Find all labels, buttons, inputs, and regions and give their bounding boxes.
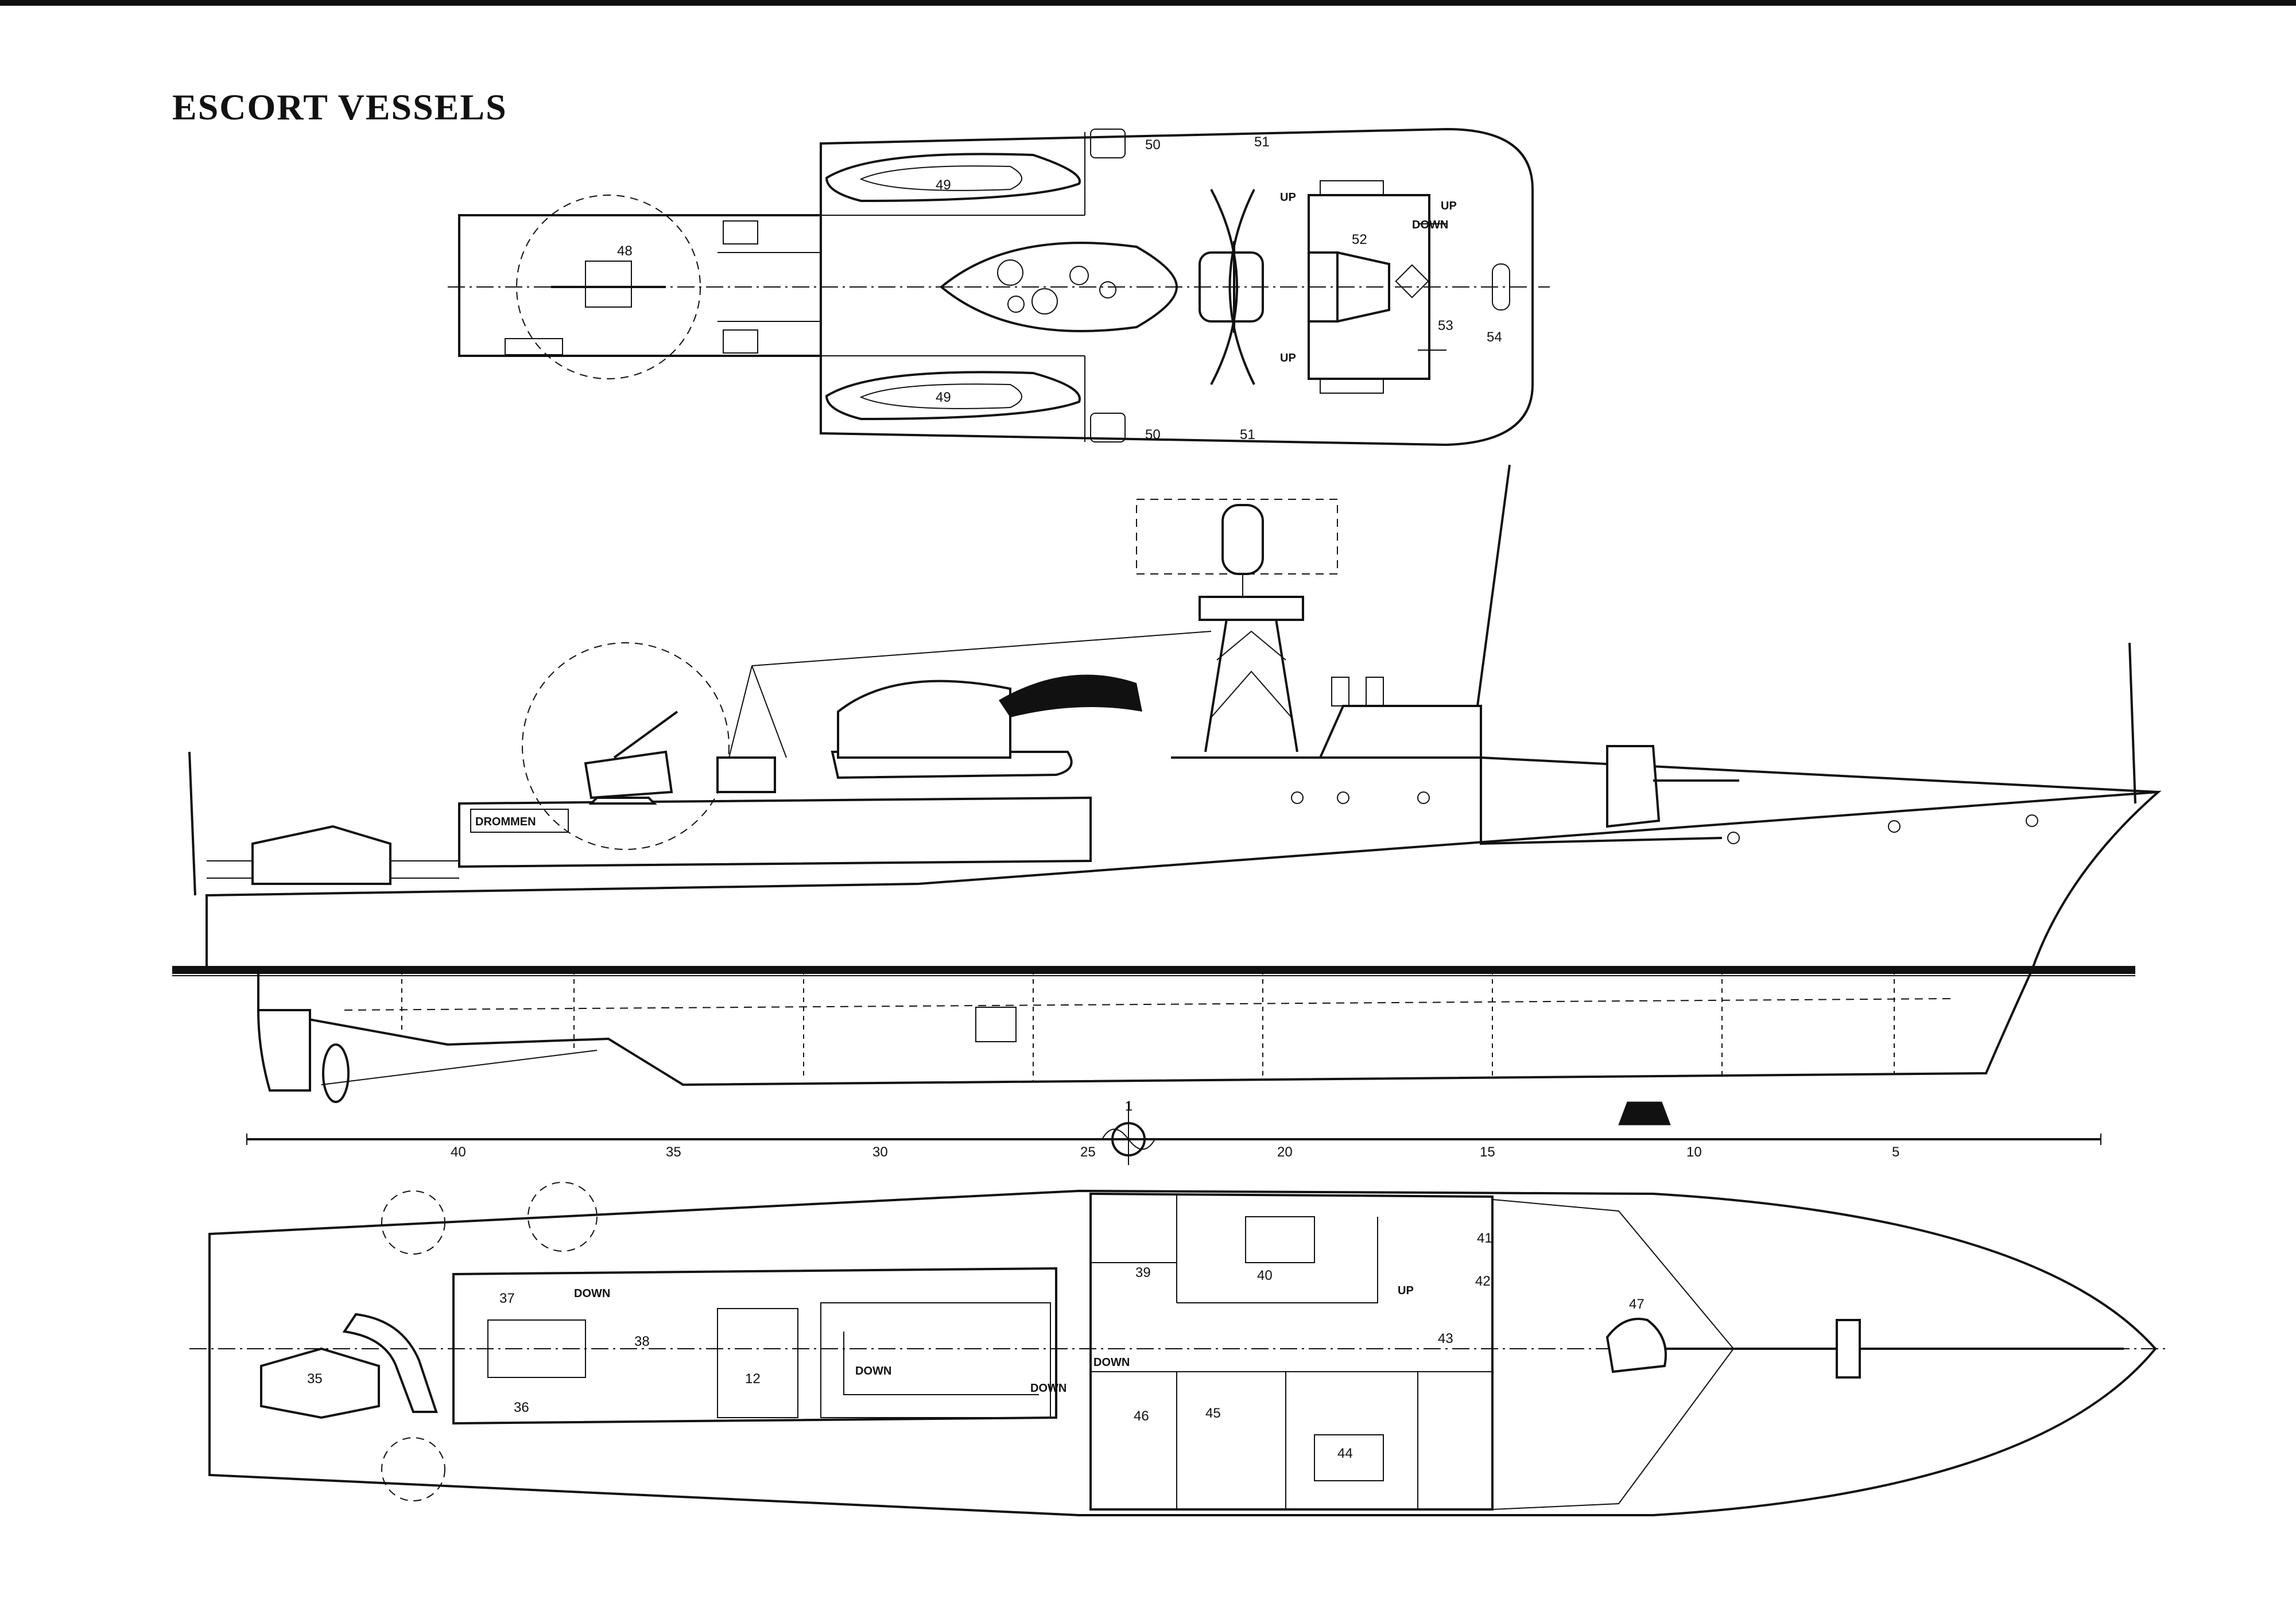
callout-label: 41 [1477, 1231, 1492, 1246]
stair-note: UP [1441, 200, 1457, 212]
callout-label: 40 [1257, 1268, 1273, 1283]
scale-ticks: 40 35 30 25 20 15 10 5 [451, 1144, 1899, 1160]
scale-tick: 15 [1480, 1144, 1495, 1160]
callout-label: 43 [1438, 1331, 1453, 1346]
main-deck-plan: 35 36 37 38 12 39 40 41 42 43 44 45 46 4… [189, 1182, 2170, 1516]
scale-tick: 35 [666, 1144, 681, 1160]
callout-label: 53 [1438, 318, 1453, 333]
callout-label: 42 [1475, 1274, 1491, 1289]
stair-note: DOWN [1412, 219, 1448, 231]
scale-tick: 25 [1080, 1144, 1096, 1160]
page-title: ESCORT VESSELS [172, 87, 507, 127]
callout-label: 48 [617, 243, 633, 259]
callout-label: 50 [1145, 427, 1161, 442]
callout-label: 44 [1337, 1446, 1353, 1461]
callout-label: 51 [1240, 427, 1255, 442]
callout-label: 49 [936, 177, 951, 193]
scale-tick: 40 [451, 1144, 466, 1160]
callout-label: 54 [1487, 329, 1502, 345]
top-border [0, 0, 2296, 6]
callout-label: 38 [634, 1334, 650, 1349]
scale-tick: 30 [872, 1144, 888, 1160]
stair-note: UP [1398, 1284, 1414, 1297]
callout-label: 46 [1134, 1408, 1149, 1424]
callout-label: 39 [1135, 1265, 1151, 1280]
stair-note: UP [1280, 191, 1296, 204]
stair-note: DOWN [1030, 1382, 1066, 1395]
callout-label: 47 [1629, 1297, 1645, 1312]
side-profile: DROMMEN [172, 464, 2162, 1125]
callout-label: 45 [1205, 1406, 1221, 1421]
callout-label: 50 [1145, 137, 1161, 153]
station-scale: 1 40 35 30 25 20 15 10 5 [246, 1098, 2101, 1165]
scale-tick: 10 [1686, 1144, 1702, 1160]
stair-note: DOWN [1093, 1356, 1130, 1369]
callout-label: 35 [307, 1371, 323, 1387]
stair-note: DOWN [855, 1365, 891, 1377]
upper-deck-plan: 48 49 49 50 50 51 51 52 53 54 UP UP DOWN… [448, 127, 1550, 447]
callout-label: 51 [1254, 134, 1270, 150]
callout-label: 52 [1352, 232, 1367, 247]
stair-note: UP [1280, 352, 1296, 364]
scale-tick: 5 [1892, 1144, 1899, 1160]
callout-label: 37 [499, 1291, 515, 1306]
callout-label: 49 [936, 390, 951, 405]
callout-label: 36 [514, 1400, 529, 1415]
station-mark: 1 [1125, 1098, 1133, 1114]
nameboard: DROMMEN [475, 816, 536, 828]
stair-note: DOWN [574, 1287, 610, 1300]
scale-tick: 20 [1277, 1144, 1293, 1160]
callout-label: 12 [745, 1371, 761, 1387]
